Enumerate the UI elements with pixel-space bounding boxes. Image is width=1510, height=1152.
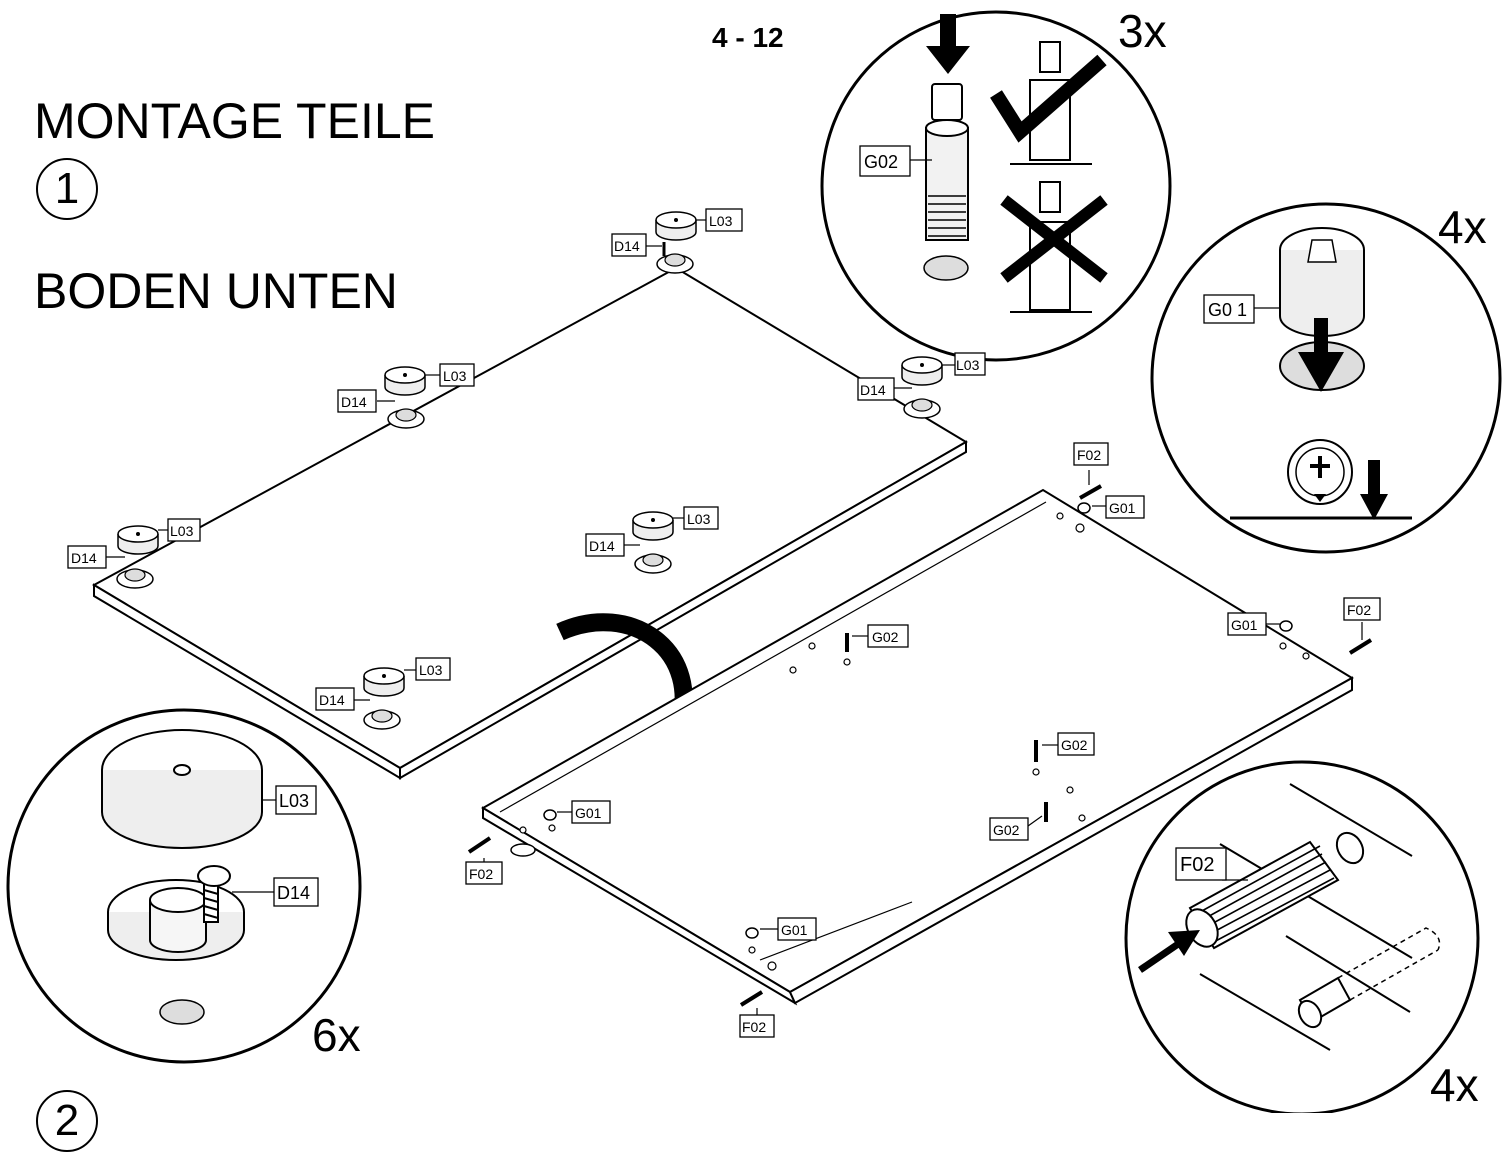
panel-feet [116,211,943,730]
detail-label-l03: L03 [279,791,309,811]
label-d14: D14 [860,382,886,398]
label-g02: G02 [993,822,1020,838]
label-l03: L03 [443,368,467,384]
label-d14: D14 [589,538,615,554]
page-number: 4 - 12 [712,22,784,53]
detail-g01-circle [1150,202,1502,554]
page-title: MONTAGE TEILE [34,93,436,149]
panel-fittings [467,484,1373,1007]
label-g02: G02 [872,629,899,645]
detail-l03-circle [6,708,362,1064]
detail-label-d14: D14 [277,883,310,903]
page-subtitle: BODEN UNTEN [34,263,398,319]
detail-g02-circle [820,10,1172,362]
label-l03: L03 [419,662,443,678]
detail-label-f02: F02 [1180,854,1214,876]
label-d14: D14 [319,692,345,708]
label-l03: L03 [170,523,194,539]
step-number-2: 2 [36,1090,98,1152]
panel-holes [519,512,1310,971]
label-g01: G01 [1231,617,1258,633]
label-g01: G01 [575,805,602,821]
label-f02: F02 [1347,602,1371,618]
label-d14: D14 [341,394,367,410]
label-f02: F02 [742,1019,766,1035]
label-l03: L03 [709,213,733,229]
label-l03: L03 [687,511,711,527]
label-d14: D14 [614,238,640,254]
detail-label-g02: G02 [864,152,898,172]
quantity-g01: 4x [1438,201,1487,253]
label-l03: L03 [956,357,980,373]
label-g02: G02 [1061,737,1088,753]
quantity-g02: 3x [1118,5,1167,57]
label-g01: G01 [1109,500,1136,516]
label-f02: F02 [469,866,493,882]
label-d14: D14 [71,550,97,566]
step-number-1: 1 [36,158,98,220]
quantity-l03: 6x [312,1009,361,1061]
label-g01: G01 [781,922,808,938]
label-f02: F02 [1077,447,1101,463]
quantity-f02: 4x [1430,1059,1479,1111]
lower-panel [481,488,1354,1006]
assembly-illustration: L03 D14 L03 D14 L03 D14 L03 D14 L03 D14 … [6,10,1502,1113]
part-labels: L03 D14 L03 D14 L03 D14 L03 D14 L03 D14 … [67,145,1381,1038]
detail-f02-circle [1124,760,1480,1113]
detail-label-g01: G0 1 [1208,300,1247,320]
upper-panel [91,266,968,780]
